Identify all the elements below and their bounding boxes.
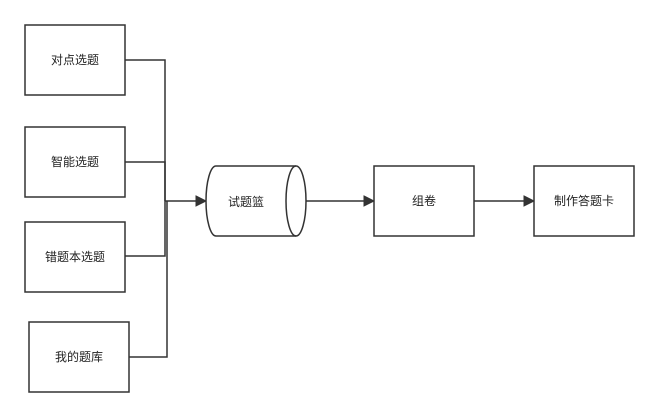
node-source-3-label: 错题本选题 — [45, 250, 105, 264]
edge-source-4 — [129, 201, 168, 358]
edge-source-3 — [125, 201, 166, 257]
node-basket-label: 试题篮 — [228, 194, 264, 209]
node-compose-label: 组卷 — [412, 193, 436, 208]
node-source-1-label: 对点选题 — [51, 53, 99, 67]
node-source-2-label: 智能选题 — [51, 154, 99, 169]
node-source-2: 智能选题 — [24, 126, 126, 198]
node-source-1: 对点选题 — [24, 24, 126, 96]
node-source-4-label: 我的题库 — [55, 349, 103, 364]
arrow-to-basket — [195, 195, 208, 207]
node-source-3: 错题本选题 — [24, 221, 126, 293]
node-answer-card: 制作答题卡 — [533, 165, 635, 237]
node-basket: 试题篮 — [205, 165, 307, 237]
edge-source-1 — [125, 59, 166, 201]
node-answer-card-label: 制作答题卡 — [554, 193, 614, 208]
node-compose: 组卷 — [373, 165, 475, 237]
arrow-to-answer-card — [523, 195, 536, 207]
edge-source-2 — [125, 161, 166, 201]
arrow-to-compose — [363, 195, 376, 207]
connectors — [125, 59, 536, 358]
node-source-4: 我的题库 — [28, 321, 130, 393]
